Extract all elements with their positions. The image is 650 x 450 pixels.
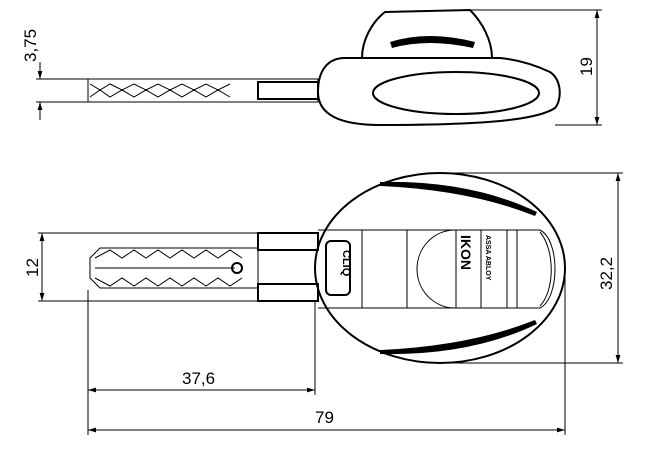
dimension-label: 3,75 (21, 29, 40, 62)
dimension-label: 19 (577, 57, 596, 76)
side-blade (87, 78, 319, 103)
dimension-head-height: 19 (470, 9, 602, 126)
front-head: CLIQ IKON ASSA ABLOY (314, 172, 566, 364)
cliq-logo-badge (325, 240, 351, 296)
dimension-label: 37,6 (182, 369, 215, 388)
ikon-logo: IKON (458, 235, 474, 270)
dimension-label: 12 (23, 258, 42, 277)
front-blade (89, 232, 319, 302)
dimension-blade-thickness: 3,75 (21, 29, 88, 120)
dimension-blade-length: 37,6 (87, 290, 316, 435)
front-view: CLIQ IKON ASSA ABLOY (89, 172, 566, 364)
side-head (316, 8, 561, 127)
side-view (87, 8, 561, 127)
dimension-blade-width: 12 (23, 232, 258, 302)
dimension-label: 32,2 (597, 257, 616, 290)
dimension-head-width: 32,2 (440, 172, 623, 364)
cliq-logo: CLIQ (340, 250, 352, 277)
dimension-total-length: 79 (88, 268, 566, 435)
dimension-label: 79 (315, 408, 334, 427)
assa-abloy-logo: ASSA ABLOY (484, 235, 491, 281)
